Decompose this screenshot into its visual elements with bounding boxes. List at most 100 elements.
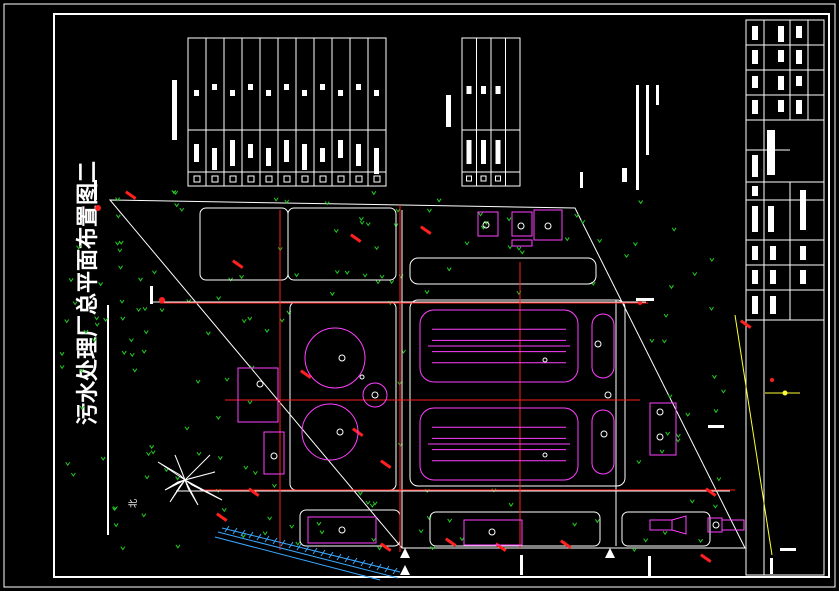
pipeline-hatch [232,527,238,535]
tree-symbol [631,547,637,553]
dimension-label [125,190,137,200]
tree-symbol [221,508,227,513]
dimension-label [444,537,457,547]
tree-symbol [94,322,100,327]
pipeline-hatch [392,567,398,575]
tree-symbol [424,290,430,295]
tree-symbol [115,214,121,219]
dimension-label [379,459,392,469]
tree-symbol [508,502,514,507]
tree-symbol [174,203,180,208]
tree-symbol [262,531,268,536]
tree-symbol [98,282,104,287]
title-block-text-marks [752,26,806,314]
pipeline-hatch [360,559,366,567]
table-cell-mark [230,90,235,96]
tree-symbol [289,524,295,529]
legend-table-caption [446,95,451,127]
pipeline-hatch [320,549,326,557]
tree-symbol [480,225,486,230]
tree-symbol [216,296,222,301]
tree-symbol [580,219,586,225]
tree-symbol [128,338,134,343]
tree-symbol [196,451,202,457]
pipeline-hatch [368,561,374,569]
tree-symbol [76,245,82,250]
tree-symbol [372,501,378,506]
table-cell-mark [374,90,379,96]
tree-symbol [638,200,644,205]
tree-symbol [464,241,470,246]
tree-symbol [152,270,157,275]
tree-symbol [115,197,121,202]
tree-symbol [59,365,65,370]
table-cell-mark [266,148,271,166]
site-boundary [108,199,746,549]
tree-symbol [175,476,181,481]
pipeline-hatch [248,531,254,539]
tree-symbol [333,228,339,234]
tree-symbol [146,451,151,457]
tree-symbol [643,538,649,543]
pipeline-hatch [312,547,318,555]
table-cell-mark [284,84,289,90]
tree-symbol [100,456,106,461]
tree-symbol [506,217,512,222]
tree-symbol [427,208,432,213]
table-cell-mark [194,144,199,162]
tree-symbol [362,273,368,278]
tree-symbol [478,212,483,217]
tree-symbol [295,541,301,546]
tree-symbol [142,306,148,312]
table-cell-mark [481,140,486,164]
table-cell-mark [248,144,253,158]
tree-symbol [141,513,147,518]
tree-symbol [179,207,185,212]
notes-text [622,85,659,190]
tree-symbol [184,426,190,431]
tree-symbol [430,546,436,551]
site-annotation-marks [94,172,796,576]
tree-symbol [667,394,673,399]
tree-symbol [119,299,125,304]
tree-symbol [564,237,570,242]
table-cell-mark [230,140,235,166]
tree-symbol [144,475,150,480]
inlet-callout [734,314,800,556]
dimension-label [705,487,717,497]
tree-symbol [112,506,117,512]
top-buildings [477,209,563,247]
tree-symbol [344,270,350,275]
equipment-table-text-marks [193,84,381,183]
north-arrow [157,454,223,506]
pipeline-hatch [384,565,390,573]
oxidation-ditches [419,309,579,481]
table-cell-mark [495,175,501,182]
table-cell-mark [337,175,345,183]
entrance-gates [400,548,615,575]
table-cell-mark [495,140,501,164]
legend-table-columns [476,38,506,186]
ditch-outline [419,309,579,383]
pipeline-hatch [240,529,246,537]
tree-symbol [709,306,714,311]
tree-symbol [284,199,290,204]
pipeline-hatch [328,551,334,559]
tree-symbol [267,516,273,521]
table-cell-mark [320,148,325,162]
tree-symbol [675,438,681,443]
tree-symbol [243,465,249,470]
tree-symbol [79,405,85,411]
table-cell-mark [247,175,255,183]
table-cell-mark [495,86,501,94]
dimension-label [560,539,572,549]
legend-table-text-marks [466,86,501,182]
pipeline-hatch [376,563,382,571]
tree-symbol [716,477,722,482]
tree-symbol [507,245,513,250]
outfall-pipeline [214,527,401,581]
tree-symbol [447,518,453,523]
tree-symbol [675,433,681,438]
table-cell-mark [193,175,201,183]
tree-symbol [389,279,395,285]
